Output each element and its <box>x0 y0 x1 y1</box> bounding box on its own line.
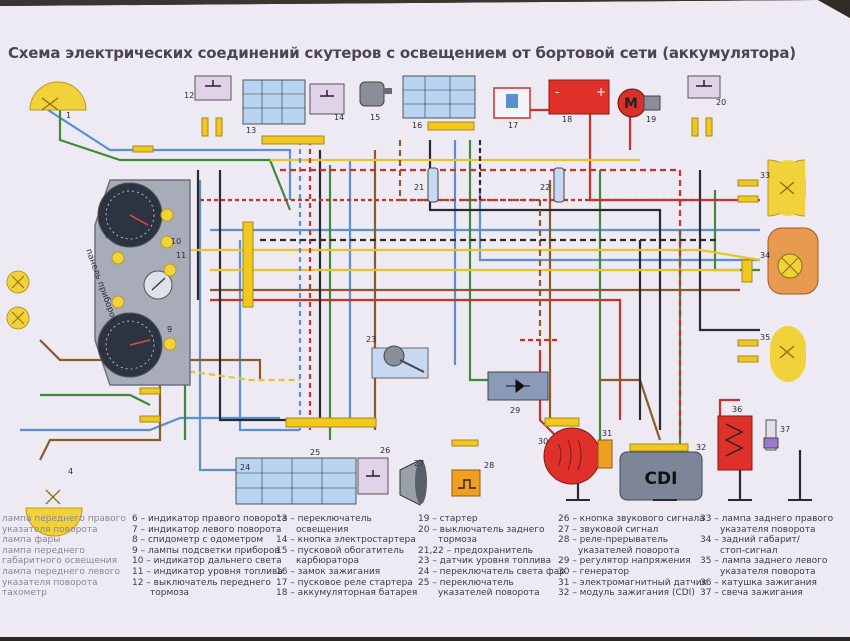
svg-text:24: 24 <box>240 463 250 472</box>
svg-text:13: 13 <box>246 126 256 135</box>
svg-text:27: 27 <box>414 459 424 468</box>
cdi-label: CDI <box>645 469 678 489</box>
connector-left-lower <box>139 415 161 423</box>
svg-text:28: 28 <box>484 461 494 470</box>
indicator-fuel <box>111 295 125 309</box>
front-lamps <box>6 81 87 537</box>
panel-light-2 <box>163 337 177 351</box>
rear-brake-switch <box>687 75 721 99</box>
svg-text:8: 8 <box>98 345 103 354</box>
panel-light-1 <box>163 263 177 277</box>
svg-text:29: 29 <box>510 406 520 415</box>
svg-text:-: - <box>555 85 559 99</box>
svg-text:22: 22 <box>540 183 550 192</box>
connector-left-front <box>139 387 161 395</box>
connector-cdi <box>629 443 689 452</box>
svg-text:23: 23 <box>366 335 376 344</box>
svg-text:34: 34 <box>760 251 770 260</box>
connector-headlamp <box>132 145 154 153</box>
svg-text:10: 10 <box>171 237 181 246</box>
cdi-module: CDI <box>619 451 703 501</box>
pickup-sensor <box>597 439 613 469</box>
rear-lamps <box>767 159 819 382</box>
svg-text:11: 11 <box>176 251 186 260</box>
connectors <box>132 117 759 452</box>
connector-generator <box>544 417 580 427</box>
svg-text:18: 18 <box>562 115 572 124</box>
svg-text:31: 31 <box>602 429 612 438</box>
svg-text:M: M <box>624 96 638 112</box>
voltage-regulator <box>487 371 549 401</box>
diagram-title: Схема электрических соединений скутеров … <box>8 44 796 62</box>
lamp-rear-left-turn <box>770 326 806 382</box>
watermark: www.moto.com.ua <box>751 624 844 635</box>
lamp-front-left-turn <box>25 507 83 537</box>
svg-text:19: 19 <box>646 115 656 124</box>
svg-text:4: 4 <box>68 467 73 476</box>
connector-relay <box>451 439 479 447</box>
component-numbers: 1 4 5 6 7 8 9 10 11 12 13 14 15 16 17 18… <box>66 91 790 476</box>
starter-button <box>309 83 345 115</box>
svg-text:6: 6 <box>140 225 145 234</box>
battery <box>548 79 610 115</box>
svg-text:33: 33 <box>760 171 770 180</box>
svg-text:30: 30 <box>538 437 548 446</box>
svg-text:21: 21 <box>414 183 424 192</box>
front-brake-switch <box>194 75 232 101</box>
fuse-22 <box>553 167 565 203</box>
svg-text:35: 35 <box>760 333 770 342</box>
indicator-right-turn <box>160 208 174 222</box>
svg-text:12: 12 <box>184 91 194 100</box>
instrument-panel: панель приборов <box>83 179 191 386</box>
connector-left-rear-2 <box>737 355 759 363</box>
connector-ignition <box>427 121 475 131</box>
svg-text:16: 16 <box>412 121 422 130</box>
svg-text:37: 37 <box>780 425 790 434</box>
top-components: - + M <box>194 75 721 125</box>
svg-text:32: 32 <box>696 443 706 452</box>
ignition-switch <box>402 75 476 119</box>
svg-text:20: 20 <box>716 98 726 107</box>
svg-text:1: 1 <box>66 111 71 120</box>
svg-text:26: 26 <box>380 446 390 455</box>
turn-signal-relay <box>451 469 481 497</box>
handlebar-switches <box>235 457 389 505</box>
spark-plug <box>763 419 779 451</box>
horn <box>399 459 427 506</box>
svg-text:7: 7 <box>104 231 109 240</box>
indicator-high-beam <box>111 251 125 265</box>
lamp-front-right-turn <box>29 81 87 111</box>
svg-text:9: 9 <box>167 325 172 334</box>
lighting-switch <box>242 79 306 125</box>
fuel-level-sensor <box>371 345 429 379</box>
fuses <box>427 167 565 203</box>
svg-text:25: 25 <box>310 448 320 457</box>
svg-text:36: 36 <box>732 405 742 414</box>
connector-right-rear-2 <box>737 195 759 203</box>
connector-switches <box>261 135 325 145</box>
ignition-coil <box>717 415 753 471</box>
svg-text:15: 15 <box>370 113 380 122</box>
indicator-left-turn <box>160 235 174 249</box>
connector-right-rear <box>737 179 759 187</box>
connector-handlebar <box>285 417 377 428</box>
svg-text:14: 14 <box>334 113 344 122</box>
svg-text:17: 17 <box>508 121 518 130</box>
generator <box>543 427 613 485</box>
connector-block-main <box>242 221 254 308</box>
connector-left-rear <box>737 339 759 347</box>
svg-text:+: + <box>596 85 606 99</box>
fuse-21 <box>427 167 439 203</box>
connector-taillight <box>741 259 753 283</box>
svg-text:5: 5 <box>98 215 103 224</box>
choke <box>359 81 385 107</box>
